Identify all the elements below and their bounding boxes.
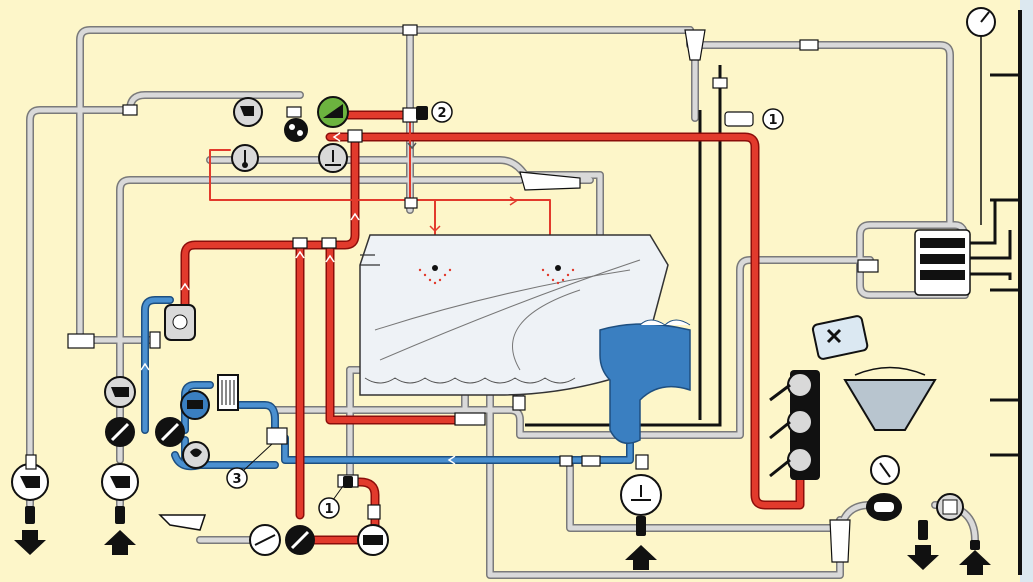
wash-chamber	[359, 234, 691, 445]
svg-text:3: 3	[232, 472, 241, 487]
no-detergent-icon	[811, 315, 869, 360]
callout-3: 3	[226, 443, 273, 489]
distribution-manifold	[914, 200, 1012, 296]
solenoid-valve-icon	[105, 417, 135, 447]
temperature-gauge-icon	[620, 474, 662, 516]
callout-2: 2	[431, 101, 453, 123]
filter-icon	[866, 493, 902, 521]
active-spray-valve-icon	[317, 96, 349, 128]
booster-pump-icon	[164, 304, 196, 341]
component-symbols	[11, 0, 1033, 582]
thermometer-icon	[231, 144, 259, 172]
callout-1-bottom: 1	[318, 485, 344, 519]
rinse-aid-container-icon	[769, 370, 820, 480]
brush-icon	[158, 514, 207, 531]
inlet-arrow-icon	[104, 530, 991, 575]
heating-element-icon	[357, 524, 389, 556]
drain-arrow-icon	[14, 530, 939, 570]
spray-nozzle-icon	[418, 265, 575, 285]
check-valve-small	[25, 39, 879, 520]
level-sensor-icon	[318, 143, 348, 173]
rinse-aid-sensor-icon	[233, 97, 263, 127]
solenoid-valve-2-icon	[155, 417, 185, 447]
dosing-pump-icon	[870, 455, 900, 485]
drain-lines	[525, 65, 722, 427]
rack-rail	[990, 0, 1033, 582]
water-heater-icon	[180, 390, 210, 420]
svg-text:1: 1	[324, 502, 333, 517]
pressure-gauge-icon	[966, 7, 996, 225]
salt-container-icon	[936, 493, 964, 521]
pump-icon	[284, 118, 308, 142]
reg-valve-icon	[182, 441, 210, 469]
detergent-container-icon	[843, 366, 937, 431]
solenoid-valve-bottom-icon	[285, 525, 315, 555]
inlet-valve-icon	[101, 463, 139, 501]
callout-1-top: 1	[762, 108, 784, 130]
filter-cartridge-icon	[217, 374, 239, 411]
flow-valve-icon	[104, 376, 136, 408]
connector-stubs	[25, 106, 980, 550]
svg-text:1: 1	[768, 113, 777, 128]
svg-text:2: 2	[437, 106, 446, 121]
spray-gun-icon	[249, 524, 281, 556]
